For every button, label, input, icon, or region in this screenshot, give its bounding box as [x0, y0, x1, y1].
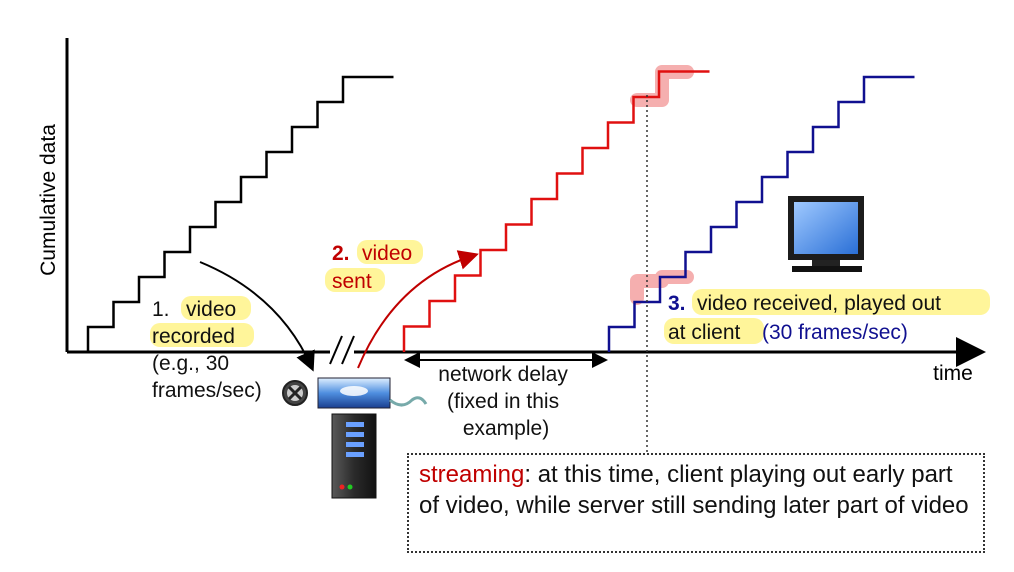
sent-line2: sent	[332, 270, 372, 293]
note-keyword: streaming	[419, 461, 525, 488]
received-label-line2: at client (30 frames/sec)	[668, 321, 908, 344]
film-reel-icon	[282, 380, 308, 406]
label-highlights	[150, 240, 990, 347]
monitor-icon	[788, 196, 864, 272]
recorded-staircase	[86, 75, 394, 352]
received-staircase	[607, 75, 915, 352]
record-arrow	[199, 261, 315, 372]
server-icon	[331, 413, 377, 499]
network-delay-line2: (fixed in this	[447, 390, 559, 413]
received-label: 3. video received, played out	[668, 292, 941, 315]
received-line2: at client	[668, 321, 741, 344]
streaming-note: streaming: at this time, client playing …	[407, 453, 985, 553]
network-delay-line3: example)	[463, 417, 549, 440]
recorded-label: 1. video recorded (e.g., 30 frames/sec)	[152, 298, 262, 402]
x-axis-label: time	[933, 362, 973, 385]
sent-staircase	[402, 70, 710, 352]
axis-break-icon	[329, 335, 355, 366]
recorded-line1: video	[186, 298, 236, 321]
y-axis-label: Cumulative data	[37, 124, 60, 276]
note-text: : at this time, client playing out early…	[419, 461, 969, 519]
received-line1: video received, played out	[697, 292, 941, 315]
send-arrow	[357, 250, 479, 369]
network-delay-line1: network delay	[438, 363, 568, 386]
recorded-line4: frames/sec)	[152, 379, 262, 402]
received-rate: (30 frames/sec)	[762, 321, 908, 344]
video-strip-icon	[317, 377, 428, 409]
recorded-line3: (e.g., 30	[152, 352, 229, 375]
sent-line1: video	[362, 242, 412, 265]
sent-number: 2.	[332, 242, 350, 265]
received-number: 3.	[668, 292, 686, 315]
network-delay-label: network delay (fixed in this example)	[438, 363, 573, 440]
recorded-line2: recorded	[152, 325, 235, 348]
recorded-number: 1.	[152, 298, 170, 321]
sent-label: 2. video sent	[332, 242, 418, 293]
